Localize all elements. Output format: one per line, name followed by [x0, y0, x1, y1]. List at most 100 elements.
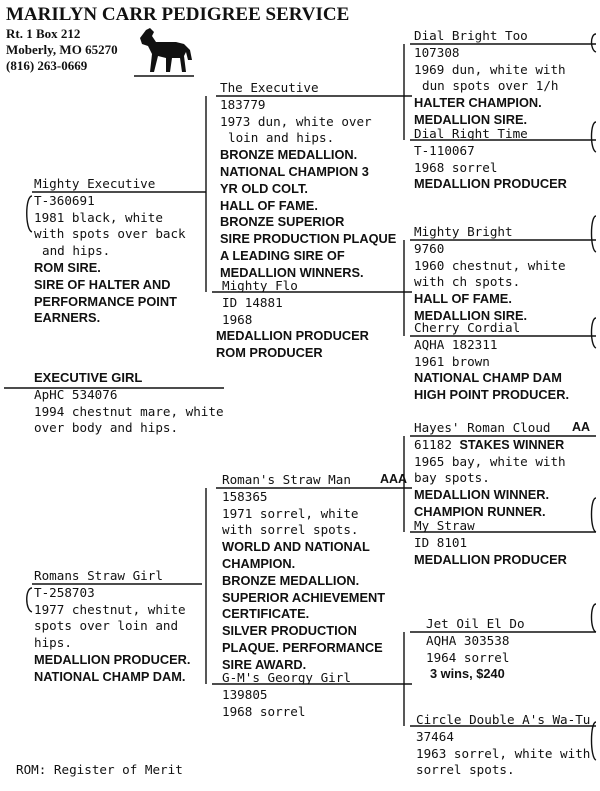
sire-sire-name: The Executive — [220, 80, 319, 95]
horse-logo-icon — [134, 28, 194, 77]
address-line-1: Rt. 1 Box 212 — [6, 26, 81, 41]
ss-honor: YR OLD COLT. — [220, 180, 308, 196]
dss-honor: CHAMPION RUNNER. — [414, 503, 546, 519]
dam-honor: NATIONAL CHAMP DAM. — [34, 668, 186, 684]
sire-honor: SIRE OF HALTER AND — [34, 276, 171, 292]
ddd-line: sorrel spots. — [416, 762, 515, 778]
ds-line: 1971 sorrel, white — [222, 505, 359, 521]
dsd-entry: My Straw ID 8101 MEDALLION PRODUCER — [414, 518, 567, 568]
sss-honor: HALTER CHAMPION. — [414, 95, 542, 111]
subject-name: EXECUTIVE GIRL — [34, 370, 143, 385]
dds-name: Jet Oil El Do — [426, 616, 525, 631]
dss-reg: 61182 — [414, 436, 452, 452]
dds-line: 1964 sorrel — [426, 649, 510, 665]
ds-honor: SILVER PRODUCTION — [222, 623, 357, 639]
dam-dam-entry: G-M's Georgy Girl 139805 1968 sorrel — [222, 670, 351, 720]
sire-dam-name: Mighty Flo — [222, 278, 298, 293]
sire-line: 1981 black, white — [34, 209, 163, 225]
pedigree-header: MARILYN CARR PEDIGREE SERVICE Rt. 1 Box … — [6, 4, 349, 74]
ss-honor: MEDALLION WINNERS. — [220, 264, 364, 280]
ds-honor: WORLD AND NATIONAL — [222, 539, 370, 555]
sire-entry: Mighty Executive T-360691 1981 black, wh… — [34, 176, 186, 327]
sire-sire-entry: The Executive 183779 1973 dun, white ove… — [220, 80, 396, 282]
sire-line: T-360691 — [34, 192, 95, 208]
ddd-line: 1963 sorrel, white with — [416, 745, 591, 761]
dam-name: Romans Straw Girl — [34, 568, 163, 583]
dss-name: Hayes' Roman Cloud — [414, 420, 551, 435]
sds-entry: Mighty Bright 9760 1960 chestnut, white … — [414, 224, 566, 325]
dds-honor: 3 wins, $240 — [430, 666, 505, 682]
sire-honor: EARNERS. — [34, 310, 101, 326]
ds-award-badge: AAA — [380, 472, 408, 486]
sire-honor: ROM SIRE. — [34, 259, 101, 275]
dss-entry: Hayes' Roman Cloud 61182 STAKES WINNER 1… — [414, 420, 566, 521]
ss-honor: A LEADING SIRE OF — [220, 247, 345, 263]
sdd-line: 1961 brown — [414, 353, 490, 369]
dss-line-1: 61182 STAKES WINNER — [414, 437, 566, 454]
ss-line: 183779 — [220, 96, 266, 112]
subject-reg: ApHC 534076 — [34, 386, 118, 402]
service-title: MARILYN CARR PEDIGREE SERVICE — [6, 4, 350, 25]
dam-sire-name: Roman's Straw Man — [222, 472, 351, 487]
dam-sire-entry: Roman's Straw Man 158365 1971 sorrel, wh… — [222, 472, 385, 674]
dsd-honor: MEDALLION PRODUCER — [414, 551, 567, 567]
dam-line: T-258703 — [34, 584, 95, 600]
ds-honor: SIRE AWARD. — [222, 656, 307, 672]
dds-line: AQHA 303538 — [426, 632, 510, 648]
dam-line: spots over loin and — [34, 618, 179, 634]
phone-number: (816) 263-0669 — [6, 58, 88, 73]
address-line-2: Moberly, MO 65270 — [6, 42, 118, 57]
dss-line: bay spots. — [414, 470, 490, 486]
sd-line: ID 14881 — [222, 294, 283, 310]
dam-dam-name: G-M's Georgy Girl — [222, 670, 351, 685]
dss-award-badge: AA — [572, 420, 591, 434]
dss-line: 1965 bay, white with — [414, 453, 566, 469]
ss-honor: BRONZE MEDALLION. — [220, 147, 358, 163]
sss-line: 1969 dun, white with — [414, 61, 566, 77]
dam-entry: Romans Straw Girl T-258703 1977 chestnut… — [34, 568, 190, 686]
ddd-line: 37464 — [416, 728, 454, 744]
footnote: ROM: Register of Merit — [16, 762, 183, 777]
ds-honor: PLAQUE. PERFORMANCE — [222, 639, 383, 655]
dss-stakes: STAKES WINNER — [459, 437, 565, 452]
ssd-honor: MEDALLION PRODUCER — [414, 176, 567, 192]
dam-line: hips. — [34, 635, 72, 651]
sss-line: dun spots over 1/h — [422, 78, 559, 94]
dam-line: 1977 chestnut, white — [34, 601, 186, 617]
sds-name: Mighty Bright — [414, 224, 513, 239]
dam-honor: MEDALLION PRODUCER. — [34, 651, 191, 667]
sdd-honor: NATIONAL CHAMP DAM — [414, 370, 562, 386]
ds-honor: CHAMPION. — [222, 555, 296, 571]
ss-line: loin and hips. — [228, 130, 335, 146]
sdd-honor: HIGH POINT PRODUCER. — [414, 387, 569, 403]
ds-honor: CERTIFICATE. — [222, 606, 310, 622]
dss-honor: MEDALLION WINNER. — [414, 487, 550, 503]
sdd-name: Cherry Cordial — [414, 320, 521, 335]
sds-line: 1960 chestnut, white — [414, 257, 566, 273]
sds-honor: MEDALLION SIRE. — [414, 307, 528, 323]
ds-honor: BRONZE MEDALLION. — [222, 572, 360, 588]
subject-desc-1: 1994 chestnut mare, white — [34, 403, 224, 419]
sire-name: Mighty Executive — [34, 176, 156, 191]
sds-line: 9760 — [414, 240, 445, 256]
dsd-name: My Straw — [414, 518, 475, 533]
sds-line: with ch spots. — [414, 274, 521, 290]
sire-line: and hips. — [42, 243, 111, 259]
ds-honor: SUPERIOR ACHIEVEMENT — [222, 589, 386, 605]
dd-line: 1968 sorrel — [222, 703, 306, 719]
subject-horse: EXECUTIVE GIRL ApHC 534076 1994 chestnut… — [34, 370, 224, 437]
ssd-line: 1968 sorrel — [414, 159, 498, 175]
ddd-entry: Circle Double A's Wa-Tu 37464 1963 sorre… — [416, 712, 590, 779]
sss-entry: Dial Bright Too 107308 1969 dun, white w… — [414, 28, 566, 129]
sire-line: with spots over back — [34, 226, 186, 242]
sire-dam-entry: Mighty Flo ID 14881 1968 MEDALLION PRODU… — [216, 278, 369, 362]
ss-honor: SIRE PRODUCTION PLAQUE — [220, 231, 397, 247]
dd-line: 139805 — [222, 686, 268, 702]
sdd-entry: Cherry Cordial AQHA 182311 1961 brown NA… — [414, 320, 569, 404]
ss-honor: NATIONAL CHAMPION 3 — [220, 163, 369, 179]
dsd-line: ID 8101 — [414, 534, 468, 550]
ds-line: with sorrel spots. — [222, 522, 359, 538]
ss-honor: BRONZE SUPERIOR — [220, 214, 345, 230]
ssd-name: Dial Right Time — [414, 126, 528, 141]
